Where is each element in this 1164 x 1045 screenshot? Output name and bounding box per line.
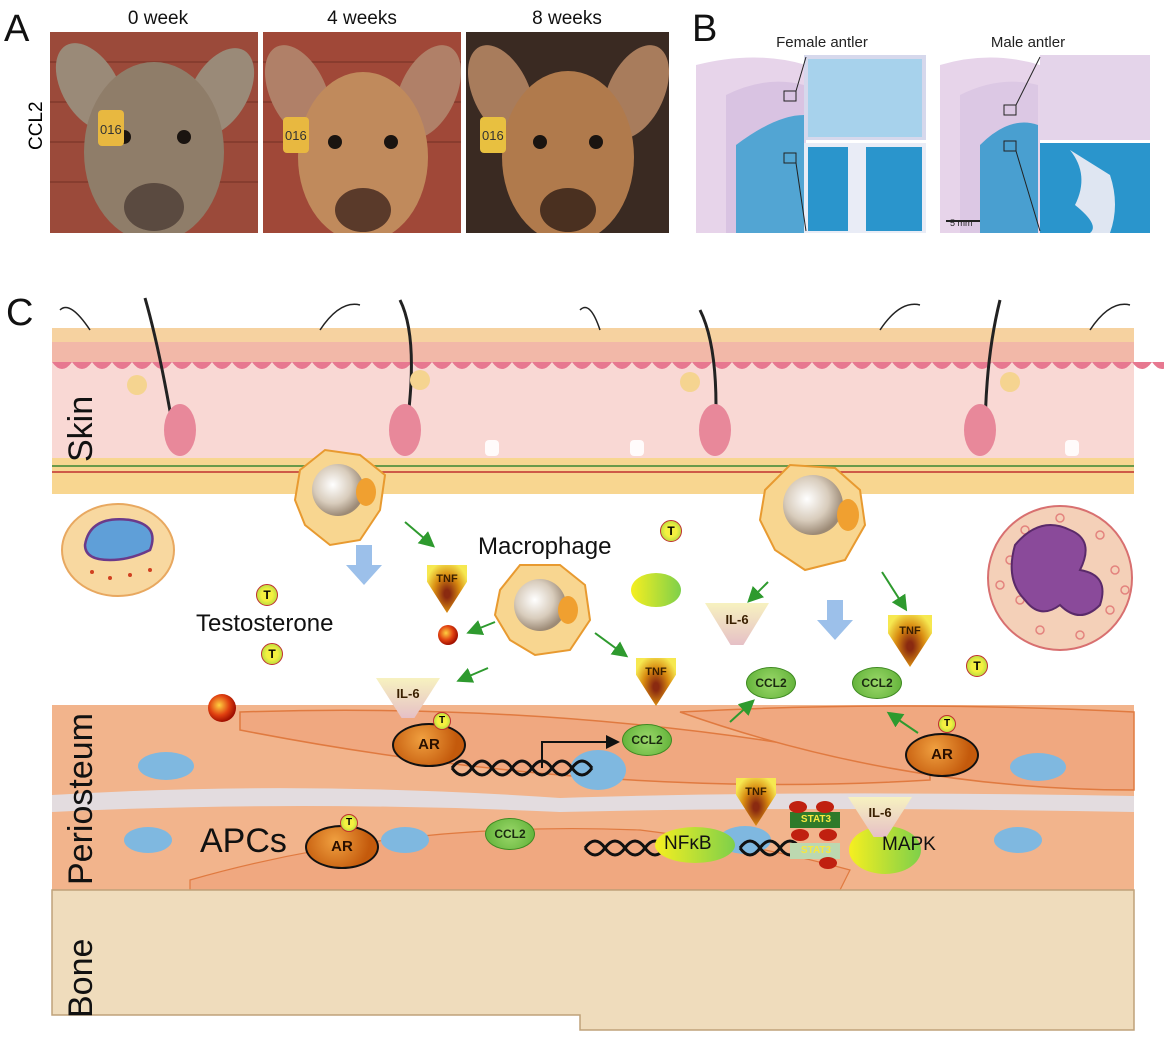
ccl2-molecule: CCL2 <box>622 724 672 756</box>
lymphocyte-cell <box>61 503 175 597</box>
female-antler-title: Female antler <box>776 34 868 51</box>
skin-layer <box>52 297 1164 494</box>
week-label-4: 4 weeks <box>327 8 397 29</box>
androgen-receptor: AR <box>305 825 379 869</box>
male-antler-title: Male antler <box>990 34 1066 51</box>
week-label-8: 8 weeks <box>532 8 602 29</box>
macrophage-top-right <box>758 463 867 572</box>
testosterone-badge: T <box>938 715 956 733</box>
androgen-receptor: AR <box>392 723 466 767</box>
deer-photo-0-week: 016 <box>50 32 258 233</box>
testosterone-badge: T <box>256 584 278 606</box>
male-antler-histology <box>940 55 1150 233</box>
testosterone-badge: T <box>660 520 682 542</box>
ccl2-molecule: CCL2 <box>852 667 902 699</box>
testosterone-badge: T <box>261 643 283 665</box>
ear-tag-text: 016 <box>100 122 122 137</box>
neutrophil-cell <box>987 505 1133 651</box>
ccl2-molecule: CCL2 <box>746 667 796 699</box>
female-antler-histology <box>696 55 926 233</box>
ear-tag-text: 016 <box>285 128 307 143</box>
ear-tag-text: 016 <box>482 128 504 143</box>
testosterone-badge: T <box>966 655 988 677</box>
testosterone-badge: T <box>433 712 451 730</box>
testosterone-label: Testosterone <box>196 610 334 637</box>
macrophage-label: Macrophage <box>478 533 612 560</box>
deer-photo-4-weeks: 016 <box>263 32 461 233</box>
deer-photo-8-weeks: 016 <box>466 32 669 233</box>
layer-label-skin: Skin <box>62 395 100 462</box>
androgen-receptor: AR <box>905 733 979 777</box>
ccl2-molecule: CCL2 <box>485 818 535 850</box>
apcs-label: APCs <box>200 822 287 860</box>
stat3-label: STAT3 <box>800 845 832 856</box>
week-label-0: 0 week <box>127 8 189 29</box>
bone-layer <box>51 889 1135 1031</box>
macrophage-top-left <box>293 448 387 547</box>
stat3-label: STAT3 <box>800 814 832 825</box>
macrophage-center <box>493 564 592 657</box>
layer-label-periosteum: Periosteum <box>62 713 100 885</box>
mapk-label: MAPK <box>882 834 936 855</box>
nfkb-label: NFκB <box>664 833 712 854</box>
panel-b-letter: B <box>692 8 718 50</box>
testosterone-badge: T <box>340 814 358 832</box>
layer-label-bone: Bone <box>62 938 100 1018</box>
panel-a-letter: A <box>4 8 30 50</box>
scale-bar-label: 5 mm <box>950 218 973 228</box>
periosteum-layer <box>52 705 1135 891</box>
panel-c-letter: C <box>6 292 34 334</box>
